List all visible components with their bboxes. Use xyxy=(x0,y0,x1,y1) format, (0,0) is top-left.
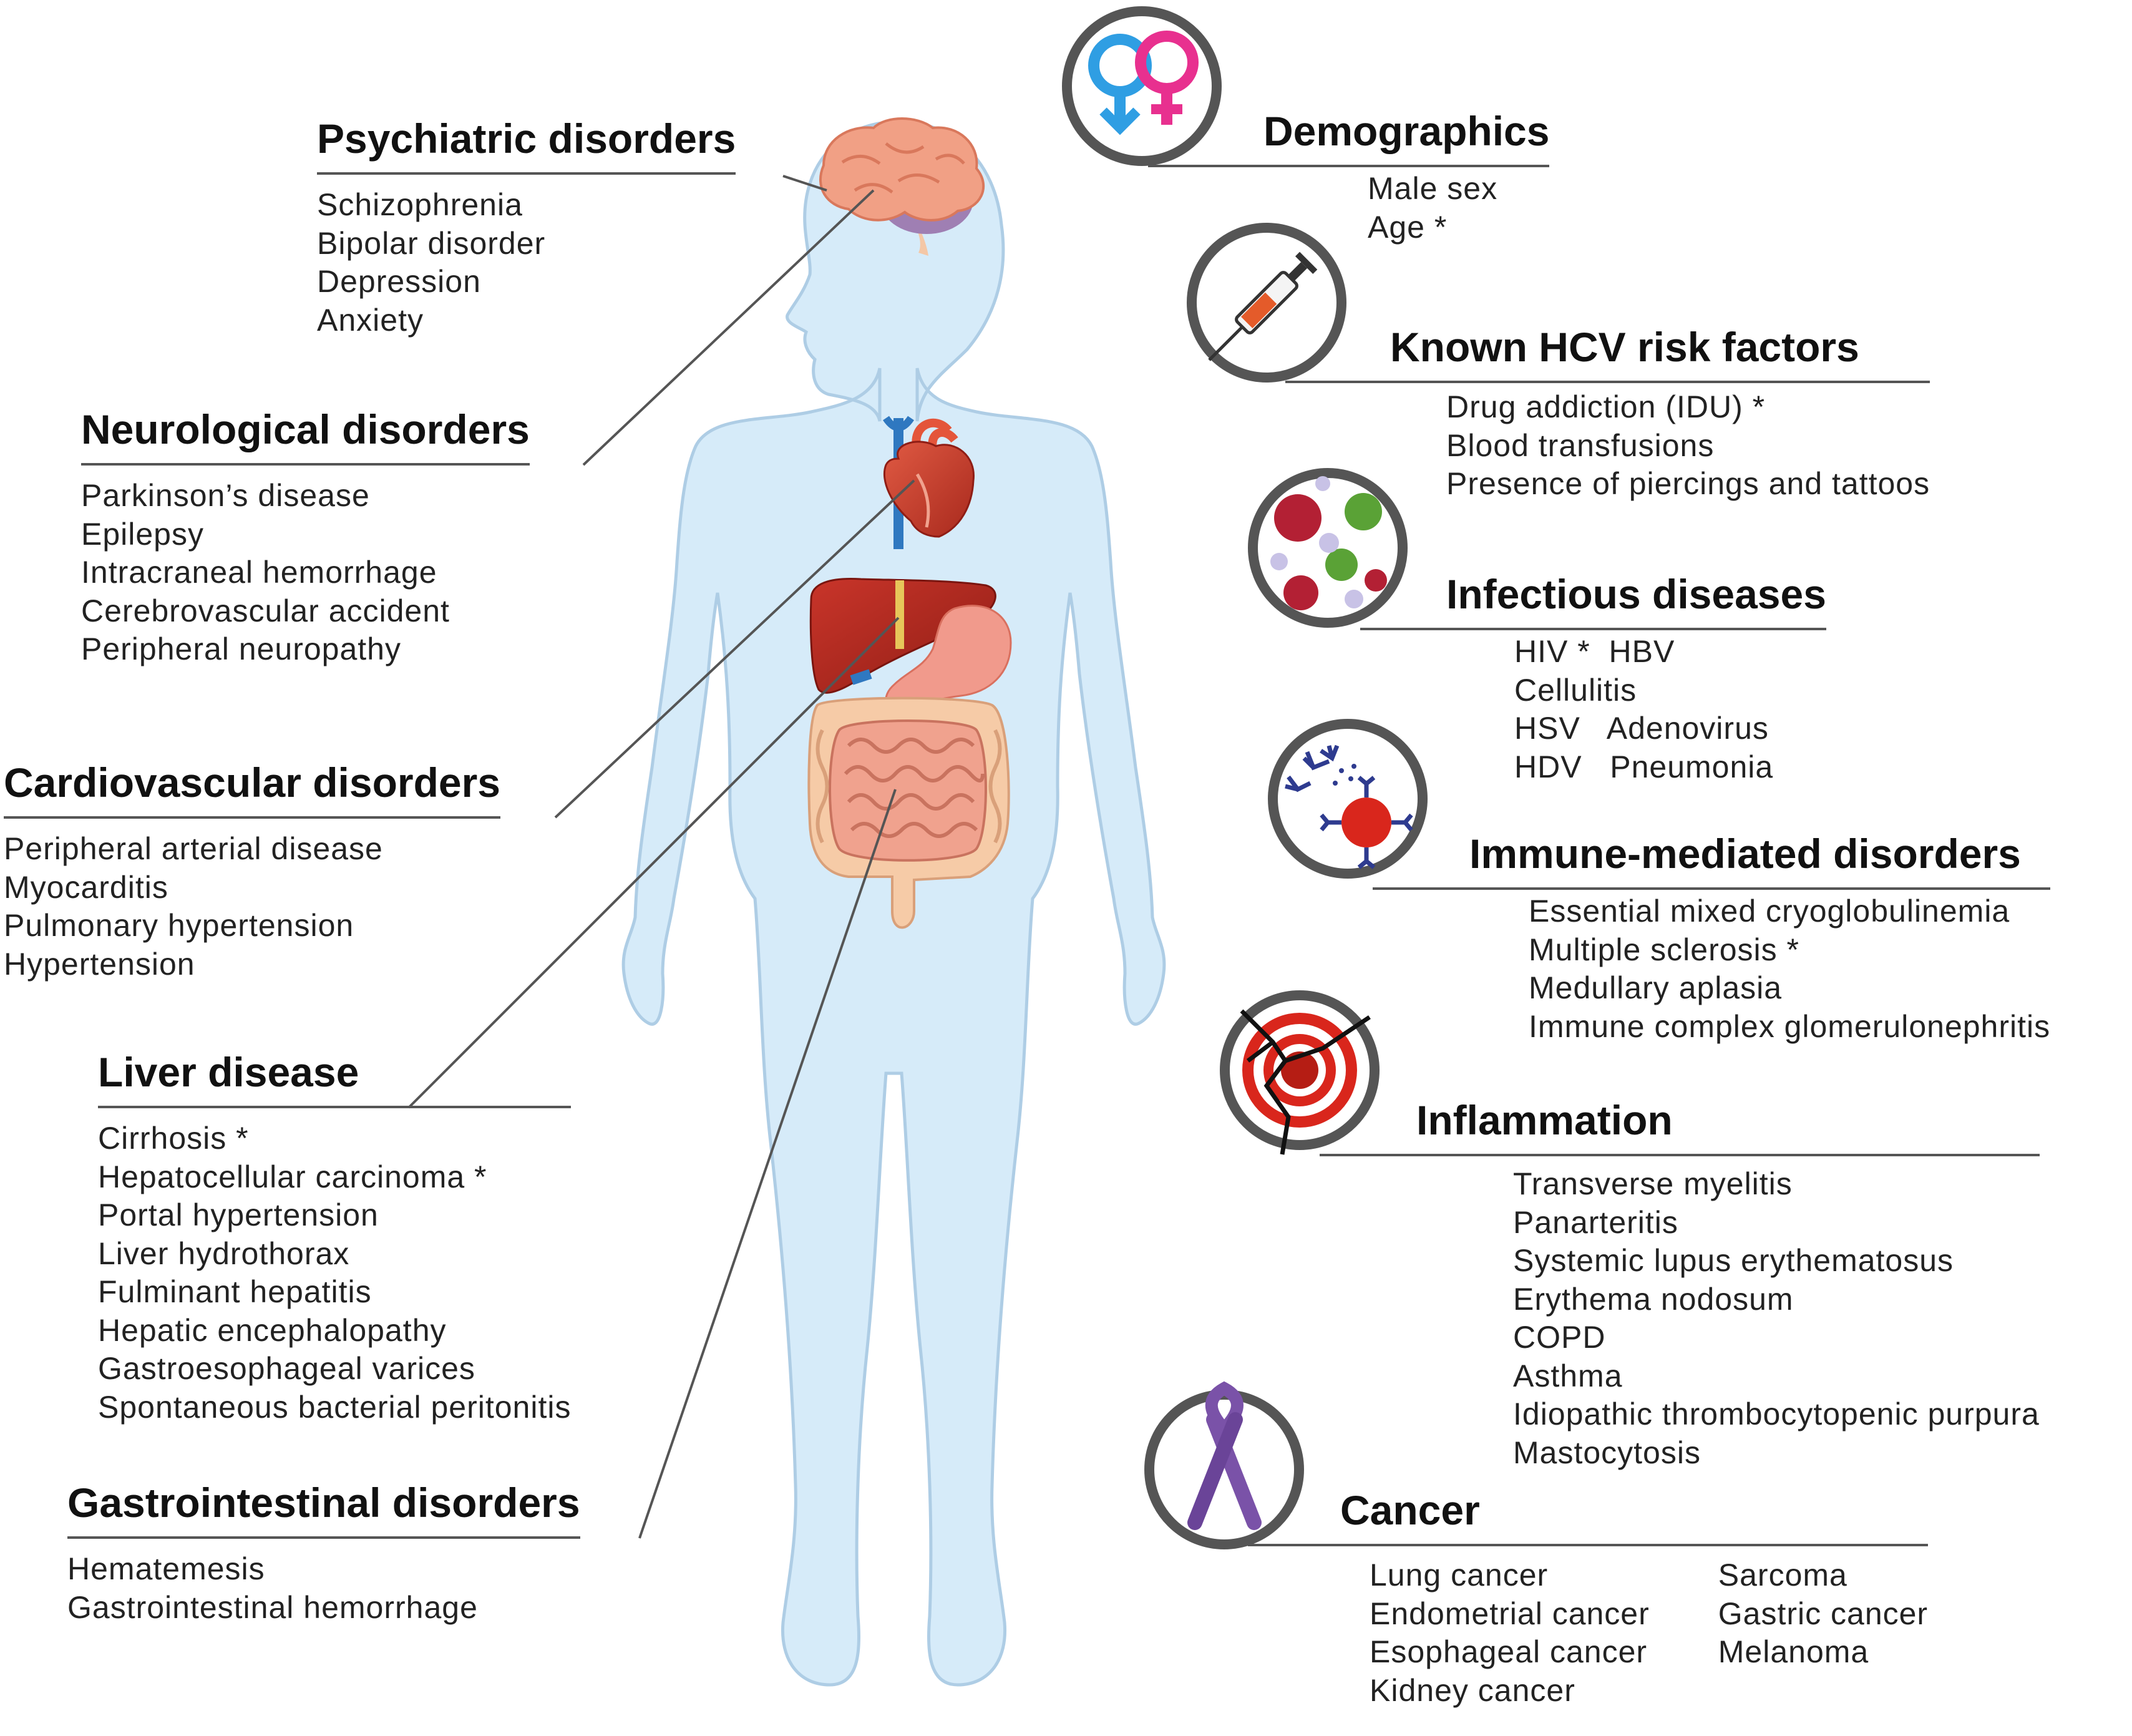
intestines-organ xyxy=(807,696,1010,929)
group-items: Cirrhosis * Hepatocellular carcinoma * P… xyxy=(98,1119,571,1426)
group-inflammation: Inflammation Transverse myelitis Panarte… xyxy=(1320,1095,2040,1472)
syringe-icon xyxy=(1187,223,1346,383)
list-item: Hematemesis xyxy=(67,1551,265,1586)
group-items: Schizophrenia Bipolar disorder Depressio… xyxy=(317,186,736,339)
list-item: Fulminant hepatitis xyxy=(98,1274,372,1309)
list-item: Esophageal cancer xyxy=(1370,1634,1648,1669)
list-item: Cellulitis xyxy=(1514,672,1637,708)
list-item: Melanoma xyxy=(1718,1634,1869,1669)
group-heading: Liver disease xyxy=(98,1047,572,1108)
list-item: Hepatocellular carcinoma * xyxy=(98,1159,487,1194)
list-item: Endometrial cancer xyxy=(1370,1596,1650,1631)
virus-icon xyxy=(1248,468,1408,628)
group-hcv-risk: Known HCV risk factors Drug addiction (I… xyxy=(1285,322,1930,504)
leader-lines xyxy=(407,175,915,1539)
gender-symbols-icon xyxy=(1062,6,1222,166)
group-cancer: Cancer Lung cancer Endometrial cancer Es… xyxy=(1248,1485,1929,1710)
list-item: Liver hydrothorax xyxy=(98,1236,350,1271)
list-item: Spontaneous bacterial peritonitis xyxy=(98,1389,572,1425)
group-heading: Cancer xyxy=(1248,1485,1929,1546)
list-item: Schizophrenia xyxy=(317,187,523,222)
list-item: HSV Adenovirus xyxy=(1514,711,1769,746)
list-item: Presence of piercings and tattoos xyxy=(1446,466,1930,501)
items-column-1: Lung cancer Endometrial cancer Esophagea… xyxy=(1370,1556,1650,1710)
list-item: Drug addiction (IDU) * xyxy=(1446,389,1766,424)
group-heading: Gastrointestinal disorders xyxy=(67,1478,580,1539)
group-items: Drug addiction (IDU) * Blood transfusion… xyxy=(1446,388,1930,504)
list-item: Sarcoma xyxy=(1718,1558,1847,1592)
list-item: Male sex xyxy=(1368,171,1498,206)
group-demographics: Demographics Male sex Age * xyxy=(1148,106,1550,246)
group-neurological: Neurological disorders Parkinson’s disea… xyxy=(81,404,530,669)
list-item: Immune complex glomerulonephritis xyxy=(1529,1008,2051,1044)
antibody-icon xyxy=(1268,719,1428,879)
list-item: Idiopathic thrombocytopenic purpura xyxy=(1513,1397,2040,1431)
list-item: Hepatic encephalopathy xyxy=(98,1312,447,1348)
group-items: HIV * HBV Cellulitis HSV Adenovirus HDV … xyxy=(1514,633,1826,786)
group-items: Hematemesis Gastrointestinal hemorrhage xyxy=(67,1550,580,1627)
list-item: HDV Pneumonia xyxy=(1514,749,1774,784)
list-item: Portal hypertension xyxy=(98,1197,379,1232)
group-heading: Demographics xyxy=(1148,106,1550,167)
group-heading: Neurological disorders xyxy=(81,404,530,466)
list-item: Multiple sclerosis * xyxy=(1529,932,1800,967)
group-immune: Immune-mediated disorders Essential mixe… xyxy=(1373,829,2051,1046)
list-item: Lung cancer xyxy=(1370,1558,1549,1592)
group-items: Lung cancer Endometrial cancer Esophagea… xyxy=(1370,1556,1928,1710)
group-heading: Infectious diseases xyxy=(1360,569,1826,630)
list-item: Hypertension xyxy=(4,946,195,982)
list-item: COPD xyxy=(1513,1320,1606,1355)
group-heading: Psychiatric disorders xyxy=(317,114,736,175)
liver-organ xyxy=(809,578,996,694)
group-heading: Inflammation xyxy=(1320,1095,2040,1156)
list-item: Intracraneal hemorrhage xyxy=(81,555,437,590)
list-item: Peripheral neuropathy xyxy=(81,631,401,666)
list-item: Transverse myelitis xyxy=(1513,1166,1793,1201)
group-items: Essential mixed cryoglobulinemia Multipl… xyxy=(1529,892,2050,1046)
list-item: Peripheral arterial disease xyxy=(4,831,383,866)
group-psychiatric: Psychiatric disorders Schizophrenia Bipo… xyxy=(317,114,736,339)
list-item: Myocarditis xyxy=(4,869,168,905)
list-item: Cerebrovascular accident xyxy=(81,593,450,628)
list-item: Medullary aplasia xyxy=(1529,970,1783,1005)
group-heading: Cardiovascular disorders xyxy=(4,758,500,819)
brain-organ xyxy=(819,117,985,256)
group-items: Transverse myelitis Panarteritis Systemi… xyxy=(1513,1165,2040,1472)
list-item: Age * xyxy=(1368,209,1448,245)
list-item: Cirrhosis * xyxy=(98,1121,249,1156)
list-item: Gastrointestinal hemorrhage xyxy=(67,1589,478,1625)
heart-organ xyxy=(883,416,975,549)
list-item: Essential mixed cryoglobulinemia xyxy=(1529,894,2010,929)
group-heading: Immune-mediated disorders xyxy=(1373,829,2051,890)
list-item: Depression xyxy=(317,264,481,299)
inflammation-target-icon xyxy=(1220,990,1380,1155)
awareness-ribbon-icon xyxy=(1144,1381,1304,1549)
list-item: Gastric cancer xyxy=(1718,1596,1929,1631)
group-gastrointestinal: Gastrointestinal disorders Hematemesis G… xyxy=(67,1478,580,1627)
list-item: Blood transfusions xyxy=(1446,427,1715,463)
group-cardiovascular: Cardiovascular disorders Peripheral arte… xyxy=(4,758,500,983)
list-item: Kidney cancer xyxy=(1370,1672,1575,1708)
group-items: Male sex Age * xyxy=(1368,170,1549,246)
list-item: Anxiety xyxy=(317,302,424,338)
list-item: Parkinson’s disease xyxy=(81,478,370,513)
list-item: Gastroesophageal varices xyxy=(98,1351,475,1386)
group-heading: Known HCV risk factors xyxy=(1285,322,1930,383)
list-item: Systemic lupus erythematosus xyxy=(1513,1243,1954,1278)
list-item: Asthma xyxy=(1513,1358,1623,1393)
list-item: Epilepsy xyxy=(81,516,204,552)
list-item: Erythema nodosum xyxy=(1513,1281,1794,1317)
group-liver: Liver disease Cirrhosis * Hepatocellular… xyxy=(98,1047,572,1426)
group-infectious: Infectious diseases HIV * HBV Cellulitis… xyxy=(1360,569,1826,786)
group-items: Peripheral arterial disease Myocarditis … xyxy=(4,830,500,983)
list-item: Bipolar disorder xyxy=(317,225,546,261)
list-item: Pulmonary hypertension xyxy=(4,908,354,943)
list-item: Panarteritis xyxy=(1513,1204,1678,1240)
list-item: HIV * HBV xyxy=(1514,634,1675,669)
list-item: Mastocytosis xyxy=(1513,1435,1701,1470)
items-column-2: Sarcoma Gastric cancer Melanoma xyxy=(1718,1556,1928,1710)
group-items: Parkinson’s disease Epilepsy Intracranea… xyxy=(81,477,530,669)
